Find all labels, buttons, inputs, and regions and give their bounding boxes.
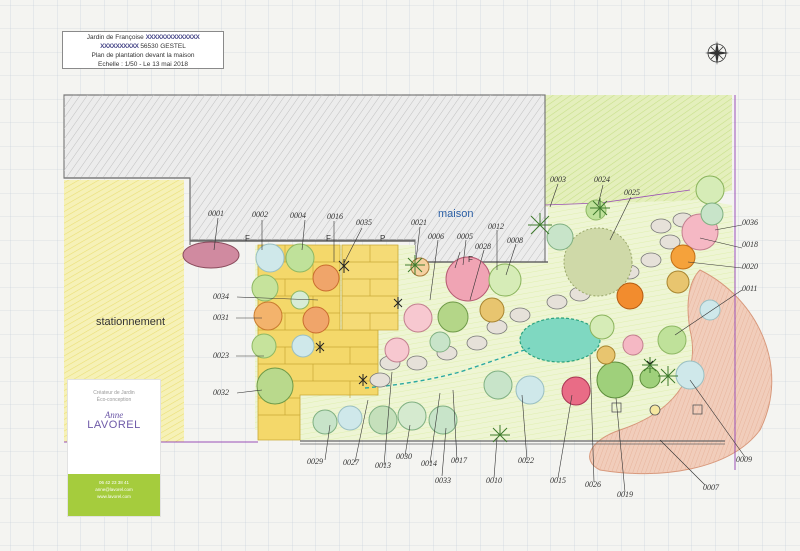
title-client: Jardin de Françoise <box>86 34 144 41</box>
plant-code: 0013 <box>375 461 391 470</box>
plant-code: 0018 <box>742 240 758 249</box>
parking-label: stationnement <box>96 316 166 328</box>
plant-code: 0024 <box>594 175 610 184</box>
window-mark-1: F <box>245 234 250 243</box>
plant-code: 0017 <box>451 456 467 465</box>
plant-code: 0015 <box>550 476 566 485</box>
plant-code: 0009 <box>736 455 752 464</box>
window-mark-2: F <box>326 234 331 243</box>
plant-code: 0016 <box>327 212 343 221</box>
plant-code: 0026 <box>585 480 601 489</box>
plant-code: 0007 <box>703 483 719 492</box>
leader-lines <box>213 183 746 493</box>
plant-code: 0012 <box>488 222 504 231</box>
plant-code: 0029 <box>307 457 323 466</box>
title-redacted-2: XXXXXXXXXX <box>100 43 139 50</box>
logo-brand-name: LAVOREL <box>87 419 141 431</box>
logo-contact-band: 06 42 23 38 41 anne@lavorel.com www.lavo… <box>68 474 160 516</box>
logo-phone: 06 42 23 38 41 <box>98 480 130 485</box>
plant-code: 0004 <box>290 211 306 220</box>
title-block: Jardin de Françoise XXXXXXXXXXXXXX XXXXX… <box>62 31 224 69</box>
plant-code: 0036 <box>742 218 758 227</box>
plant-code: 0006 <box>428 232 444 241</box>
plant-code: 0005 <box>457 232 473 241</box>
plant-code: 0001 <box>208 209 224 218</box>
designer-logo-card: Créateur de Jardin Éco-conception Anne L… <box>67 379 161 517</box>
plant-code: 0027 <box>343 458 359 467</box>
house-label: maison <box>438 208 474 220</box>
title-line-2: XXXXXXXXXX 56530 GESTEL <box>63 42 223 51</box>
grasses <box>405 198 678 443</box>
plant-code: 0030 <box>396 452 412 461</box>
plant-code: 0028 <box>475 242 491 251</box>
logo-script-name: Anne <box>104 410 124 420</box>
logo-website: www.lavorel.com <box>97 494 131 499</box>
compass-icon <box>705 41 729 65</box>
plant-code: 0010 <box>486 476 502 485</box>
title-scale-date: Echelle : 1/50 - Le 13 mai 2018 <box>98 61 188 68</box>
plant-code: 0003 <box>550 175 566 184</box>
title-subject: Plan de plantation devant la maison <box>91 52 195 59</box>
plant-code: 0008 <box>507 236 523 245</box>
plant-code: 0020 <box>742 262 758 271</box>
plant-code: 0021 <box>411 218 427 227</box>
logo-tagline: Créateur de Jardin Éco-conception <box>93 390 135 403</box>
pond <box>519 317 601 363</box>
plant-code: 0019 <box>617 490 633 499</box>
title-redacted-1: XXXXXXXXXXXXXX <box>145 34 200 41</box>
logo-email: anne@lavorel.com <box>95 487 133 492</box>
plant-code: 0023 <box>213 351 229 360</box>
title-location: 56530 GESTEL <box>140 43 186 50</box>
plant-code: 0011 <box>742 284 758 293</box>
window-mark-3: P <box>380 234 386 243</box>
plant-code: 0014 <box>421 459 437 468</box>
plant-code: 0034 <box>213 292 229 301</box>
plant-code: 0033 <box>435 476 451 485</box>
plant-code: 0022 <box>518 456 534 465</box>
plant-code: 0002 <box>252 210 268 219</box>
plants <box>182 175 725 435</box>
plant-code: 0032 <box>213 388 229 397</box>
plant-code: 0025 <box>624 188 640 197</box>
plant-code: 0035 <box>356 218 372 227</box>
dry-stream <box>364 347 531 389</box>
title-line-1: Jardin de Françoise XXXXXXXXXXXXXX <box>63 33 223 42</box>
plant-code: 0031 <box>213 313 229 322</box>
window-mark-4: F <box>468 255 473 264</box>
